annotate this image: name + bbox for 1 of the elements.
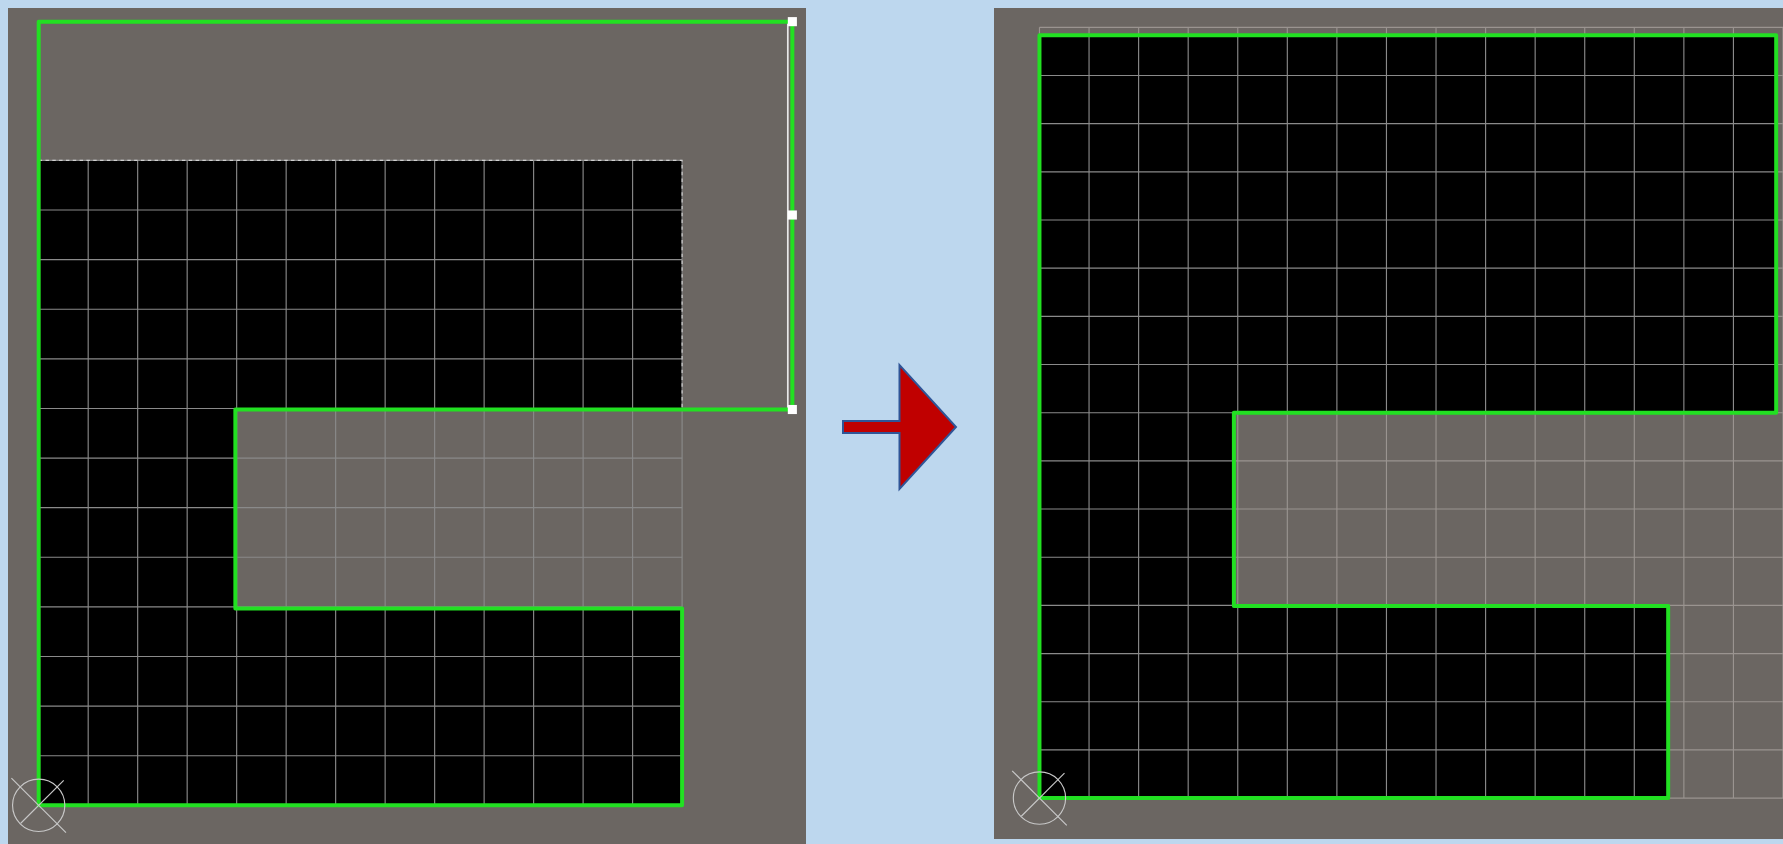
block-arrow — [842, 362, 958, 492]
